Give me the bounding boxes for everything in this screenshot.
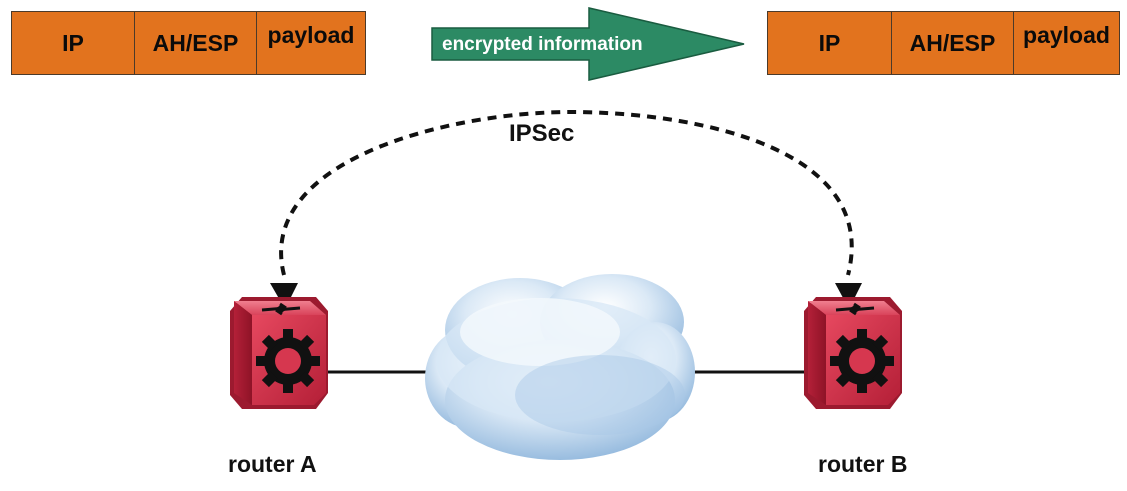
router-a-icon — [230, 297, 328, 409]
packet-right-payload-field: payload — [1013, 11, 1120, 75]
packet-left: IP AH/ESP payload — [11, 11, 366, 75]
router-b-icon — [804, 297, 902, 409]
transfer-arrow-label: encrypted information — [442, 34, 643, 55]
tunnel-arrowhead-right — [835, 283, 862, 309]
network-cloud — [425, 274, 695, 460]
ipsec-tunnel-arc — [279, 109, 854, 276]
transfer-arrow — [431, 7, 745, 81]
packet-right: IP AH/ESP payload — [767, 11, 1120, 75]
tunnel-arrowhead-left — [270, 283, 298, 309]
router-b-label: router B — [818, 451, 908, 477]
packet-right-ah-esp-field: AH/ESP — [890, 11, 1015, 75]
router-a-label: router A — [228, 451, 317, 477]
packet-left-ah-esp-field: AH/ESP — [133, 11, 258, 75]
packet-left-ip-field: IP — [11, 11, 135, 75]
packet-left-payload-field: payload — [256, 11, 366, 75]
ipsec-tunnel-label: IPSec — [509, 120, 575, 147]
packet-right-ip-field: IP — [767, 11, 892, 75]
